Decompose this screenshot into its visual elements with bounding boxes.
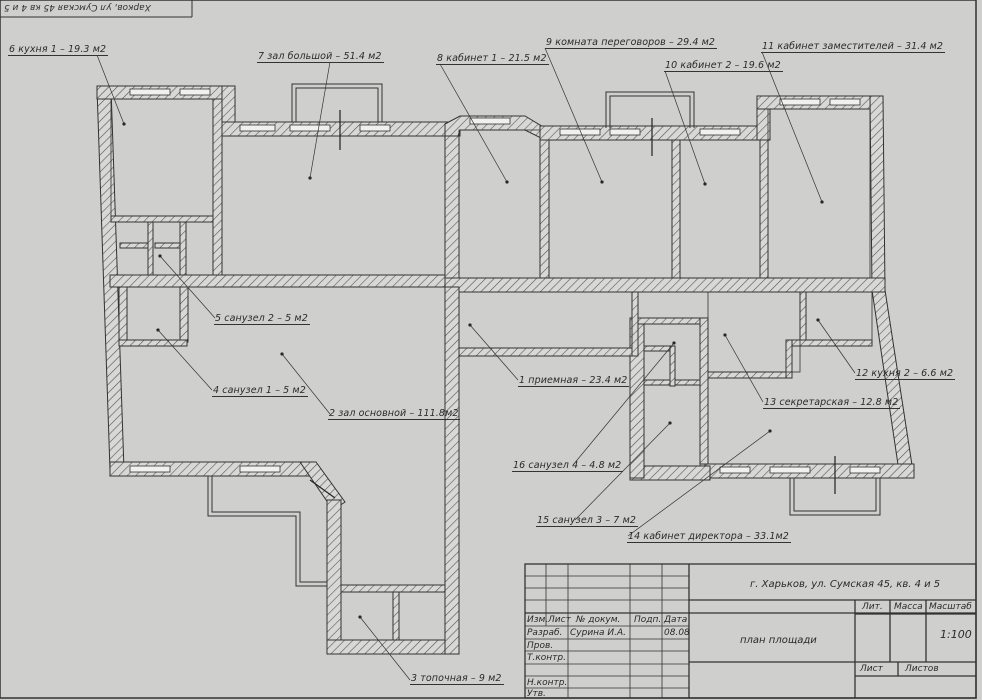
row-name-razrab: Сурина И.А.: [570, 628, 627, 638]
row-role-prov: Пров.: [527, 641, 554, 651]
room-label-5: 5 санузел 2 – 5 м2: [214, 313, 310, 325]
title-block-frame: [524, 563, 977, 699]
windows: [129, 88, 881, 474]
room-label-2: 2 зал основной – 111.8м2: [328, 408, 461, 420]
room-label-12: 12 кухня 2 – 6.6 м2: [855, 368, 956, 380]
header-text: Харков, ул Сумская 45 кв 4 и 5: [4, 2, 151, 12]
col-header-izm: Изм.: [527, 615, 549, 625]
room-label-7: 7 зал большой – 51.4 м2: [257, 51, 384, 63]
room-label-8: 8 кабинет 1 – 21.5 м2: [436, 53, 549, 65]
mass-label: Масса: [894, 602, 923, 612]
title-block-grid: [525, 564, 689, 698]
row-role-nkontr: Н.контр.: [527, 678, 568, 688]
row-role-razrab: Разраб.: [527, 628, 563, 638]
scale-value: 1:100: [940, 628, 972, 641]
room-outlines: [110, 98, 873, 641]
row-role-tkontr: Т.контр.: [527, 653, 567, 663]
col-header-sign: Подп.: [634, 615, 662, 625]
sheet-label: Лист: [860, 664, 883, 674]
room-label-6: 6 кухня 1 – 19.3 м2: [8, 44, 109, 56]
interior-walls: [110, 98, 873, 641]
room-label-13: 13 секретарская – 12.8 м2: [763, 397, 901, 409]
row-role-utv: Утв.: [527, 689, 546, 699]
label-leaders: [96, 47, 856, 681]
doc-title: план площади: [740, 635, 817, 646]
lit-label: Лит.: [862, 602, 883, 612]
col-header-doc: № докум.: [576, 615, 621, 625]
room-label-1: 1 приемная – 23.4 м2: [518, 375, 630, 387]
room-label-3: 3 топочная – 9 м2: [410, 673, 504, 685]
room-label-16: 16 санузел 4 – 4.8 м2: [512, 460, 624, 472]
room-label-14: 14 кабинет директора – 33.1м2: [627, 531, 791, 543]
balconies: [207, 83, 881, 587]
col-header-list: Лист: [548, 615, 571, 625]
sheets-label: Листов: [905, 664, 939, 674]
room-label-10: 10 кабинет 2 – 19.6 м2: [664, 60, 783, 72]
room-label-9: 9 комната переговоров – 29.4 м2: [545, 37, 718, 49]
title-block-address: г. Харьков, ул. Сумская 45, кв. 4 и 5: [750, 579, 941, 590]
room-label-11: 11 кабинет заместителей – 31.4 м2: [761, 41, 946, 53]
door-marks: [309, 110, 836, 499]
row-date-razrab: 08.08: [664, 628, 690, 638]
room-label-4: 4 санузел 1 – 5 м2: [212, 385, 308, 397]
scale-label: Масштаб: [929, 602, 972, 612]
col-header-date: Дата: [664, 615, 688, 625]
room-label-15: 15 санузел 3 – 7 м2: [536, 515, 638, 527]
